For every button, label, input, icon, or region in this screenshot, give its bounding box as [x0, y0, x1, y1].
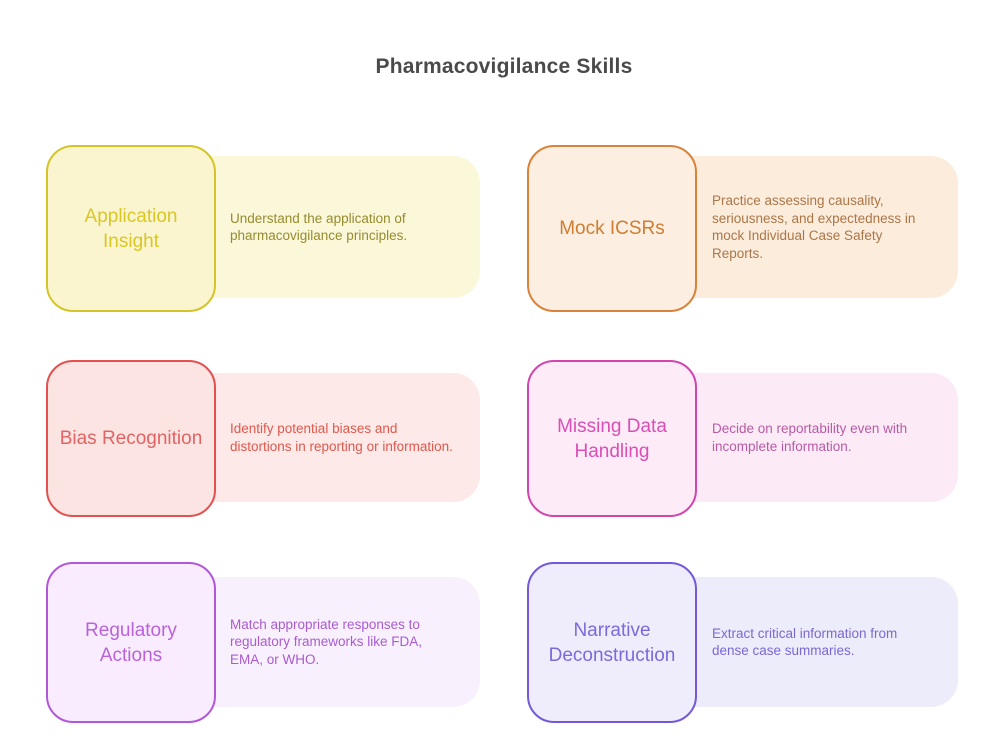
skill-description: Identify potential biases and distortion… — [230, 421, 453, 454]
skill-description: Extract critical information from dense … — [712, 625, 898, 659]
skill-description: Match appropriate responses to regulator… — [230, 616, 423, 667]
skill-box: Narrative Deconstruction — [527, 562, 697, 723]
skill-description: Decide on reportability even with incomp… — [712, 421, 908, 454]
skill-description: Understand the application of pharmacovi… — [230, 210, 408, 244]
skill-description: Practice assessing causality, seriousnes… — [712, 193, 916, 261]
skill-title: Application Insight — [84, 205, 178, 252]
skill-box: Missing Data Handling — [527, 360, 697, 517]
skill-box: Bias Recognition — [46, 360, 216, 517]
skill-title: Bias Recognition — [59, 428, 203, 449]
skill-title: Regulatory Actions — [85, 619, 177, 666]
page-title: Pharmacovigilance Skills — [375, 55, 633, 78]
skill-box: Application Insight — [46, 145, 216, 312]
skill-title: Missing Data Handling — [557, 415, 667, 462]
skill-box: Regulatory Actions — [46, 562, 216, 723]
skill-box: Mock ICSRs — [527, 145, 697, 312]
skill-title: Narrative Deconstruction — [548, 619, 676, 666]
skill-title: Mock ICSRs — [559, 218, 665, 239]
